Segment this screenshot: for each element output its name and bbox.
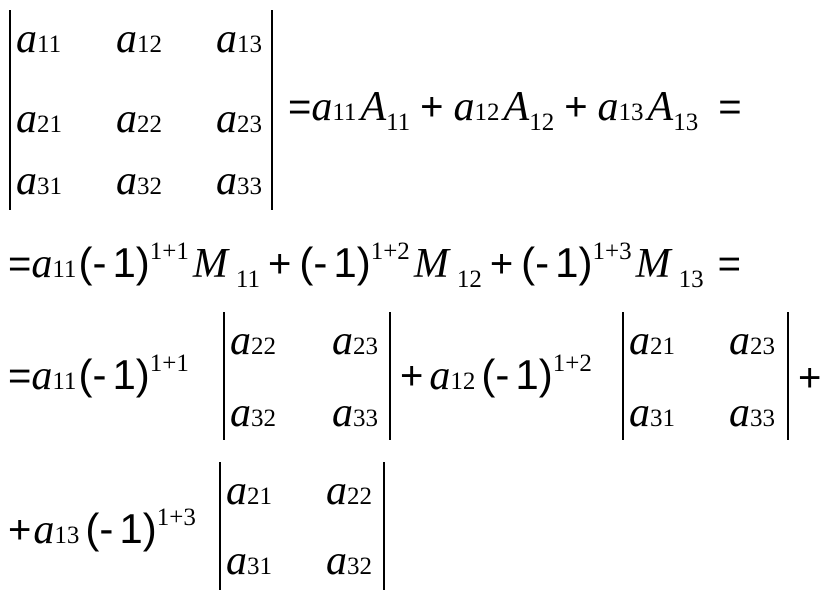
minor11-cell-a33: a33 bbox=[332, 390, 378, 436]
minor12-cell-a21: a21 bbox=[629, 318, 675, 364]
det3-cell-a11: a11 bbox=[16, 16, 62, 62]
minor13-right-bar bbox=[383, 462, 385, 590]
minor13-cell-a31: a31 bbox=[226, 538, 272, 584]
minor13-left-bar bbox=[219, 462, 221, 590]
minor13-cell-a21: a21 bbox=[226, 468, 272, 514]
minor11-cell-a23: a23 bbox=[332, 318, 378, 364]
plus-sign: + bbox=[420, 85, 444, 129]
minor11-cell-a22: a22 bbox=[230, 318, 276, 364]
equals-sign: = bbox=[718, 85, 742, 129]
det3-right-bar bbox=[271, 10, 273, 210]
plus-sign-end: + bbox=[798, 356, 822, 400]
minor11-cell-a32: a32 bbox=[230, 390, 276, 436]
det3-left-bar bbox=[9, 10, 11, 210]
minor12-cell-a31: a31 bbox=[629, 390, 675, 436]
minor12-right-bar bbox=[787, 312, 789, 440]
minor12-left-bar bbox=[622, 312, 624, 440]
det3-cell-a32: a32 bbox=[116, 158, 162, 204]
equals-sign: = bbox=[288, 85, 312, 129]
det3-cell-a23: a23 bbox=[216, 96, 262, 142]
det3-cell-a12: a12 bbox=[116, 16, 162, 62]
minor12-cell-a23: a23 bbox=[729, 318, 775, 364]
minor13-cell-a32: a32 bbox=[326, 538, 372, 584]
det3-cell-a33: a33 bbox=[216, 158, 262, 204]
minor12-cell-a33: a33 bbox=[729, 390, 775, 436]
minor13-cell-a22: a22 bbox=[326, 468, 372, 514]
plus-sign: + bbox=[564, 85, 588, 129]
minor11-left-bar bbox=[223, 312, 225, 440]
det3-cell-a31: a31 bbox=[16, 158, 62, 204]
minor11-right-bar bbox=[389, 312, 391, 440]
det3-cell-a22: a22 bbox=[116, 96, 162, 142]
det3-cell-a21: a21 bbox=[16, 96, 62, 142]
det3-cell-a13: a13 bbox=[216, 16, 262, 62]
